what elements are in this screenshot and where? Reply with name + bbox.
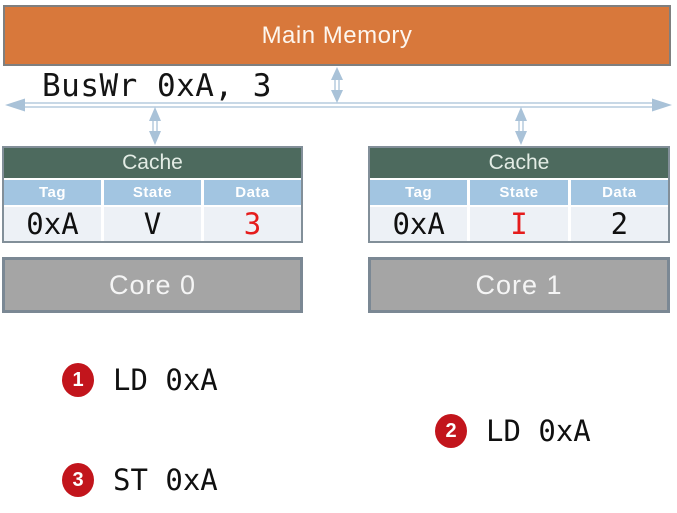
- core-1-block: Core 1: [368, 257, 670, 313]
- event-2-number-badge: 2: [435, 414, 467, 448]
- cache-0-title: Cache: [4, 148, 301, 178]
- cache-1-column-headers: Tag State Data: [370, 178, 668, 205]
- cache-1-col-data: Data: [570, 180, 668, 205]
- cache-0-column-headers: Tag State Data: [4, 178, 301, 205]
- cache-0-tag-value: 0xA: [4, 207, 101, 241]
- event-3-instruction: ST 0xA: [113, 463, 218, 497]
- cache-1-col-tag: Tag: [370, 180, 468, 205]
- event-1-number-badge: 1: [62, 363, 94, 397]
- cache-0-state-value: V: [104, 207, 201, 241]
- main-memory-block: Main Memory: [3, 5, 671, 66]
- cache-1-entry-row: 0xA I 2: [370, 205, 668, 241]
- event-2-instruction: LD 0xA: [486, 414, 591, 448]
- event-1-instruction: LD 0xA: [113, 363, 218, 397]
- cache-1-col-state: State: [470, 180, 568, 205]
- cache-1-title: Cache: [370, 148, 668, 178]
- cache-0-entry-row: 0xA V 3: [4, 205, 301, 241]
- bus-transaction-label: BusWr 0xA, 3: [42, 68, 272, 104]
- cache1-to-bus-arrow-icon: [515, 107, 527, 145]
- memory-to-bus-arrow-icon: [331, 67, 343, 103]
- event-2-row: 2 LD 0xA: [435, 414, 591, 448]
- cache-0-col-tag: Tag: [4, 180, 101, 205]
- cache-0-col-data: Data: [204, 180, 301, 205]
- cache-0-col-state: State: [104, 180, 201, 205]
- core-0-block: Core 0: [2, 257, 303, 313]
- cache-1-state-value: I: [470, 207, 568, 241]
- cache-1-table: Cache Tag State Data 0xA I 2: [368, 146, 670, 243]
- event-3-row: 3 ST 0xA: [62, 463, 218, 497]
- cache-1-tag-value: 0xA: [370, 207, 468, 241]
- cache-0-data-value: 3: [204, 207, 301, 241]
- cache-1-data-value: 2: [570, 207, 668, 241]
- event-3-number-badge: 3: [62, 463, 94, 497]
- cache0-to-bus-arrow-icon: [149, 107, 161, 145]
- event-1-row: 1 LD 0xA: [62, 363, 218, 397]
- cache-0-table: Cache Tag State Data 0xA V 3: [2, 146, 303, 243]
